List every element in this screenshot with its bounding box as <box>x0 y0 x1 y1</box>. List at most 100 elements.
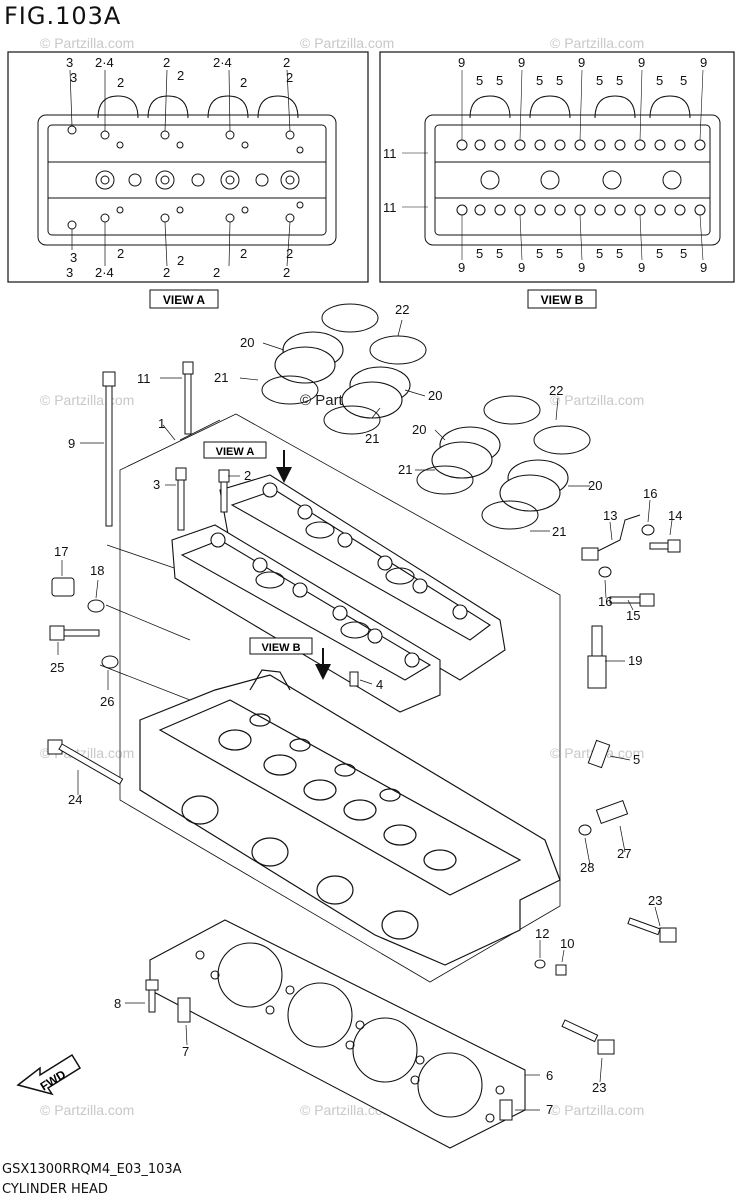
svg-text:2: 2 <box>177 68 184 83</box>
callout-10: 10 <box>560 936 574 951</box>
callout-16a: 16 <box>643 486 657 501</box>
svg-text:3: 3 <box>66 265 73 280</box>
svg-text:3: 3 <box>70 250 77 265</box>
footer-name: CYLINDER HEAD <box>2 1182 108 1197</box>
svg-text:5: 5 <box>596 73 603 88</box>
callout-23b: 23 <box>592 1080 606 1095</box>
callout-21d: 21 <box>552 524 566 539</box>
svg-text:2: 2 <box>163 265 170 280</box>
svg-text:11: 11 <box>383 146 397 161</box>
svg-text:2: 2 <box>283 265 290 280</box>
view-a-label: VIEW A <box>163 293 206 307</box>
svg-text:2: 2 <box>240 75 247 90</box>
watermark-text: © Partzilla.com <box>300 35 394 51</box>
callout-leader-lines <box>57 319 673 1111</box>
svg-text:5: 5 <box>476 246 483 261</box>
view-a-leader-lines <box>69 69 291 267</box>
cylinder-head-body <box>139 669 561 966</box>
svg-text:5: 5 <box>680 73 687 88</box>
watermark-text: © Partzilla.com <box>40 392 134 408</box>
callout-21b: 21 <box>365 431 379 446</box>
footer-code: GSX1300RRQM4_E03_103A <box>2 1162 182 1177</box>
callout-12: 12 <box>535 926 549 941</box>
callout-4: 4 <box>376 677 383 692</box>
figure-title: FIG.103A <box>4 2 122 30</box>
view-b-leader-lines <box>402 69 704 261</box>
fasteners <box>47 361 681 1121</box>
svg-text:9: 9 <box>578 55 585 70</box>
svg-text:5: 5 <box>556 73 563 88</box>
svg-text:5: 5 <box>616 246 623 261</box>
callout-5: 5 <box>633 752 640 767</box>
callout-3: 3 <box>153 477 160 492</box>
view-a-panel <box>7 51 369 283</box>
callout-18: 18 <box>90 563 104 578</box>
view-a-tag <box>149 289 219 309</box>
camshaft-holder-lower <box>171 524 441 713</box>
svg-text:5: 5 <box>556 246 563 261</box>
svg-text:2: 2 <box>213 265 220 280</box>
svg-text:2: 2 <box>117 75 124 90</box>
camshaft-holder-upper <box>219 474 506 681</box>
svg-text:5: 5 <box>536 246 543 261</box>
callout-20a: 20 <box>240 335 254 350</box>
svg-text:9: 9 <box>458 260 465 275</box>
svg-text:9: 9 <box>518 260 525 275</box>
svg-text:5: 5 <box>536 73 543 88</box>
view-b-diagram-tag <box>249 637 313 655</box>
callout-6: 6 <box>546 1068 553 1083</box>
callout-20d: 20 <box>588 478 602 493</box>
callout-2: 2 <box>244 468 251 483</box>
reference-frames <box>99 413 561 983</box>
watermark-text: © Partzilla.com <box>40 35 134 51</box>
watermark-text: © Partzilla.com <box>550 1102 644 1118</box>
svg-text:5: 5 <box>656 246 663 261</box>
callout-17: 17 <box>54 544 68 559</box>
svg-text:11: 11 <box>383 200 397 215</box>
callout-16b: 16 <box>598 594 612 609</box>
svg-text:5: 5 <box>680 246 687 261</box>
callout-7a: 7 <box>182 1044 189 1059</box>
watermark-text: © Partzilla.com <box>550 35 644 51</box>
view-a-diagram-tag <box>203 441 267 459</box>
intake-clamps <box>261 303 591 530</box>
svg-text:5: 5 <box>616 73 623 88</box>
callout-20c: 20 <box>412 422 426 437</box>
callout-25: 25 <box>50 660 64 675</box>
callout-23a: 23 <box>648 893 662 908</box>
svg-text:2: 2 <box>163 55 170 70</box>
svg-text:2·4: 2·4 <box>213 55 232 70</box>
callout-numbers: 1 2 3 4 5 6 7 7 8 9 10 11 12 13 14 15 16… <box>50 302 682 1117</box>
callout-11: 11 <box>137 371 151 386</box>
callout-7b: 7 <box>546 1102 553 1117</box>
svg-text:5: 5 <box>496 246 503 261</box>
callout-21a: 21 <box>214 370 228 385</box>
callout-14: 14 <box>668 508 682 523</box>
svg-text:5: 5 <box>656 73 663 88</box>
view-a-diagram-label: VIEW A <box>216 446 255 458</box>
svg-text:9: 9 <box>458 55 465 70</box>
callout-27: 27 <box>617 846 631 861</box>
svg-text:5: 5 <box>476 73 483 88</box>
view-a-callouts: 3 2·4 2 2·4 2 3 2 2 2 2 3 2 2 2 2 3 2·4 … <box>66 55 293 280</box>
callout-24: 24 <box>68 792 82 807</box>
callout-8: 8 <box>114 996 121 1011</box>
svg-text:2: 2 <box>240 246 247 261</box>
svg-text:2·4: 2·4 <box>95 55 114 70</box>
forward-arrow-icon: FWD <box>16 1053 82 1096</box>
svg-text:9: 9 <box>638 260 645 275</box>
svg-text:5: 5 <box>596 246 603 261</box>
view-b-callouts: 9 5 5 9 5 5 9 5 5 9 5 5 9 9 5 5 9 5 5 9 … <box>383 55 707 275</box>
callout-22a: 22 <box>395 302 409 317</box>
callout-22b: 22 <box>549 383 563 398</box>
svg-text:2: 2 <box>283 55 290 70</box>
callout-26: 26 <box>100 694 114 709</box>
callout-13: 13 <box>603 508 617 523</box>
svg-text:9: 9 <box>578 260 585 275</box>
view-b-diagram-label: VIEW B <box>261 642 300 654</box>
svg-text:9: 9 <box>518 55 525 70</box>
callout-21c: 21 <box>398 462 412 477</box>
view-b-label: VIEW B <box>541 293 584 307</box>
svg-text:2: 2 <box>117 246 124 261</box>
